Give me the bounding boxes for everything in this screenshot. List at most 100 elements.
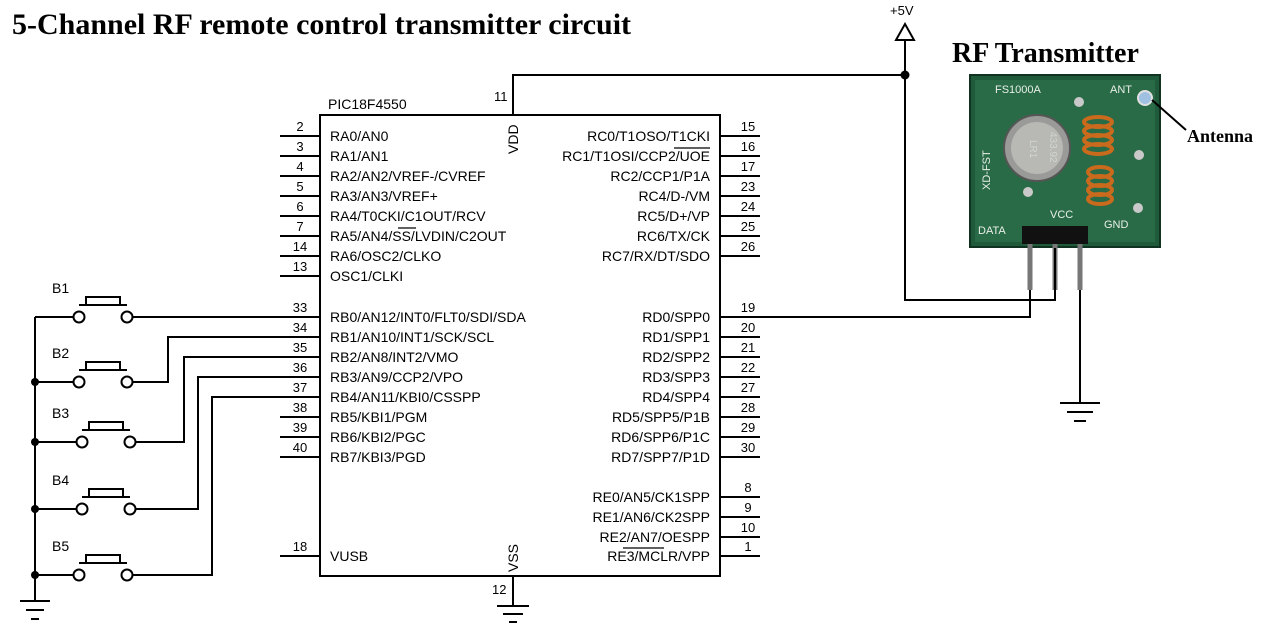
power-arrow-icon (894, 21, 916, 41)
pin-number: 37 (293, 380, 307, 395)
pin-number: 1 (744, 539, 751, 554)
pin-name: RA1/AN1 (330, 148, 389, 164)
push-button-b5[interactable]: B5 (31, 396, 280, 582)
push-button-b2[interactable]: B2 (31, 336, 280, 389)
pin-number: 28 (741, 400, 755, 415)
pin-name: RA3/AN3/VREF+ (330, 188, 438, 204)
vdd-wire (512, 74, 905, 115)
rf-ground-icon (1060, 402, 1100, 422)
pin-number: 24 (741, 199, 755, 214)
pin-number: 26 (741, 239, 755, 254)
pin-name: OSC1/CLKI (330, 268, 403, 284)
pin-number: 22 (741, 360, 755, 375)
right-pin-group: 15RC0/T1OSO/T1CKI16RC1/T1OSI/CCP2/UOE17R… (562, 119, 760, 564)
pin-name: RE3/MCLR/VPP (607, 548, 710, 564)
pin-name: RB4/AN11/KBI0/CSSPP (330, 389, 481, 405)
contact-left (75, 502, 89, 516)
buttons-ground-icon (20, 600, 50, 620)
pcb-label: XD-FST (981, 150, 993, 190)
vcc-pin-label: VCC (1050, 209, 1073, 221)
vss-label: VSS (505, 544, 521, 572)
contact-left (75, 435, 89, 449)
crystal-sub-label: LR1 (1027, 140, 1038, 159)
contact-right (120, 310, 134, 324)
vdd-label: VDD (505, 124, 521, 154)
vcc-module-wire (905, 248, 1056, 301)
data-label: DATA (978, 225, 1006, 237)
push-button-b3[interactable]: B3 (31, 356, 280, 449)
coil-icon (1082, 115, 1114, 156)
pin-name: RC7/RX/DT/SDO (602, 248, 710, 264)
pin-number: 34 (293, 320, 307, 335)
antenna-pointer (1151, 99, 1187, 131)
pin-number: 19 (741, 300, 755, 315)
button-signal-wire (136, 356, 280, 443)
pin-name: VUSB (330, 548, 368, 564)
pin-name: RC5/D+/VP (637, 208, 710, 224)
contact-left (72, 568, 86, 582)
contact-left (72, 375, 86, 389)
pic-chip-body (319, 114, 721, 577)
pin-number: 20 (741, 320, 755, 335)
push-button-b1[interactable]: B1 (35, 280, 280, 324)
pin-number: 13 (293, 259, 307, 274)
pin-name: RD6/SPP6/P1C (611, 429, 710, 445)
vdd-pin-number: 11 (494, 89, 508, 104)
pin-number: 36 (293, 360, 307, 375)
pin-name: RD7/SPP7/P1D (611, 449, 710, 465)
module-label: FS1000A (995, 84, 1042, 96)
button-plunger (85, 296, 121, 306)
pin-number: 33 (293, 300, 307, 315)
pin-name: RD0/SPP0 (642, 309, 710, 325)
pin-name: RC2/CCP1/P1A (610, 168, 710, 184)
pin-name: RE2/AN7/OESPP (600, 529, 711, 545)
pin-number: 25 (741, 219, 755, 234)
pin-number: 29 (741, 420, 755, 435)
pin-name: RC6/TX/CK (637, 228, 711, 244)
button-label: B5 (52, 538, 69, 554)
chip-name: PIC18F4550 (328, 96, 407, 112)
pin-number: 14 (293, 239, 307, 254)
pin-name: RA4/T0CKI/C1OUT/RCV (330, 208, 486, 224)
pin-name: RA6/OSC2/CLKO (330, 248, 441, 264)
push-button-b4[interactable]: B4 (31, 376, 280, 516)
pin-number: 6 (296, 199, 303, 214)
pin-number: 21 (741, 340, 755, 355)
pin-name: RA0/AN0 (330, 128, 389, 144)
button-label: B3 (52, 405, 69, 421)
pin-number: 5 (296, 179, 303, 194)
pin-number: 38 (293, 400, 307, 415)
pin-number: 16 (741, 139, 755, 154)
pin-name: RD3/SPP3 (642, 369, 710, 385)
pin-number: 4 (296, 159, 303, 174)
power-junction (900, 70, 910, 80)
pin-number: 7 (296, 219, 303, 234)
pin-name: RC4/D-/VM (638, 188, 710, 204)
pin-number: 2 (296, 119, 303, 134)
vss-pin-number: 12 (492, 582, 506, 597)
